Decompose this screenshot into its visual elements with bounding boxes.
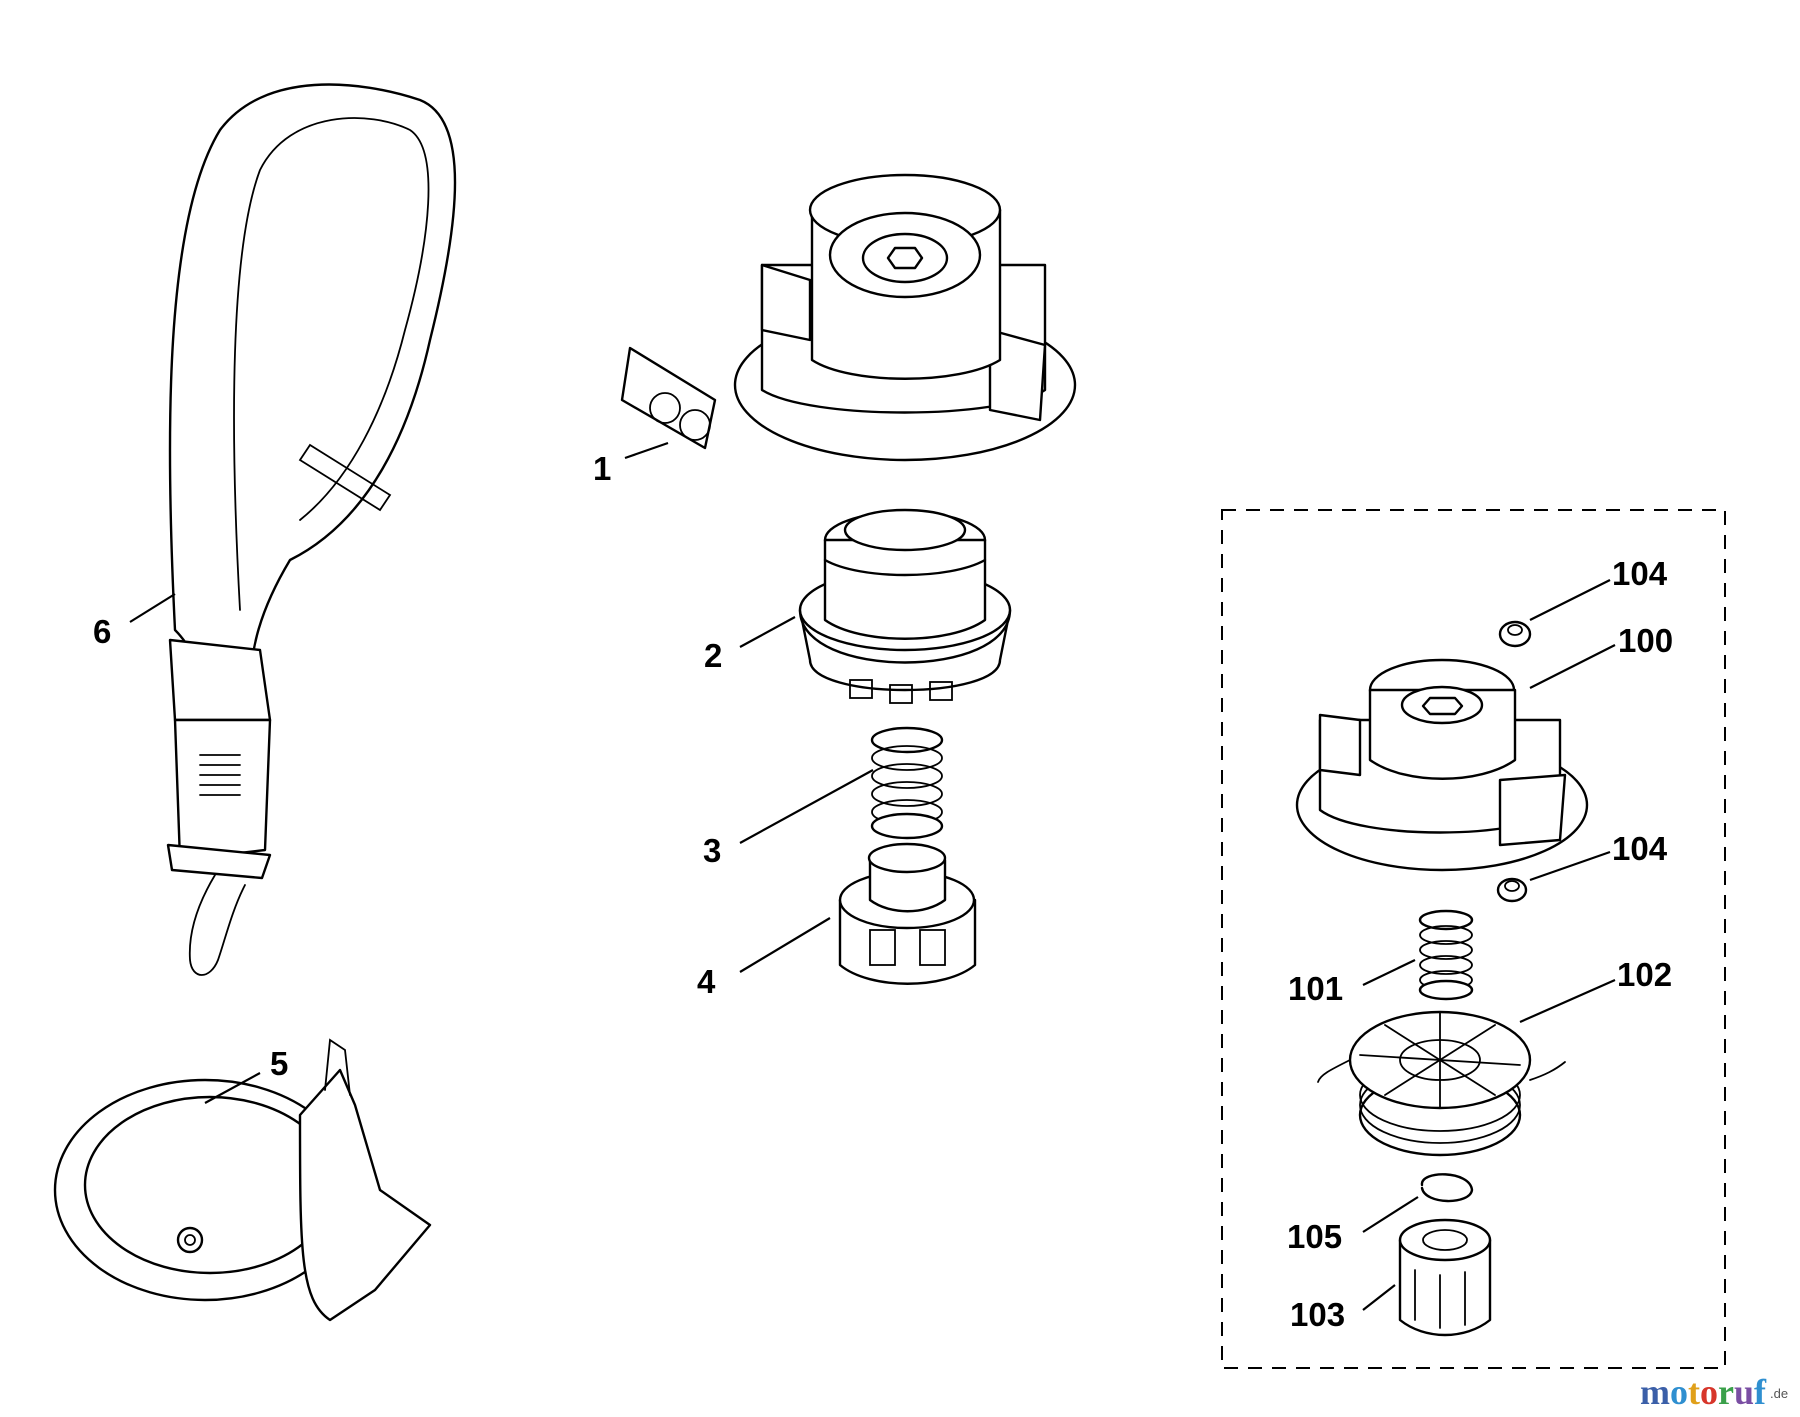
part-5-guard	[53, 1038, 432, 1322]
brand-wordmark: motoruf	[1640, 1372, 1767, 1412]
part-4-knob	[838, 842, 977, 985]
part-104-nut-upper	[1498, 620, 1532, 648]
brand-letter: r	[1718, 1372, 1734, 1412]
part-2-spool	[798, 508, 1012, 704]
callout-4: 4	[697, 963, 716, 1000]
brand-letter: m	[1640, 1372, 1670, 1412]
callout-3: 3	[703, 832, 721, 869]
part-105-clip	[1420, 1173, 1474, 1203]
brand-letter: t	[1688, 1372, 1700, 1412]
brand-letter: o	[1700, 1372, 1718, 1412]
assembly-dashed-box	[1221, 509, 1726, 1369]
part-103-knob	[1398, 1218, 1492, 1337]
callout-6: 6	[93, 613, 111, 650]
leader-lines	[129, 441, 1616, 1311]
brand-letter: u	[1734, 1372, 1754, 1412]
callout-103: 103	[1290, 1296, 1345, 1333]
part-head-housing	[733, 173, 1077, 462]
part-100-housing	[1295, 658, 1589, 872]
part-101-spring	[1418, 909, 1474, 1001]
part-3-spring	[870, 726, 944, 840]
brand-letter: o	[1670, 1372, 1688, 1412]
part-6-shoulder-strap	[166, 83, 457, 976]
part-1-label	[620, 346, 717, 450]
callout-105: 105	[1287, 1218, 1342, 1255]
callout-104-lower: 104	[1612, 830, 1668, 867]
callout-102: 102	[1617, 956, 1672, 993]
callout-100: 100	[1618, 622, 1673, 659]
callout-101: 101	[1288, 970, 1343, 1007]
callout-1: 1	[593, 450, 611, 487]
callout-104-upper: 104	[1612, 555, 1668, 592]
callout-5: 5	[270, 1045, 288, 1082]
brand-letter: f	[1754, 1372, 1767, 1412]
part-102-spool	[1317, 1010, 1566, 1157]
part-104-nut-lower	[1496, 877, 1528, 903]
brand-suffix: .de	[1770, 1386, 1788, 1401]
brand-logo: motoruf .de	[1640, 1372, 1788, 1412]
callout-2: 2	[704, 637, 722, 674]
